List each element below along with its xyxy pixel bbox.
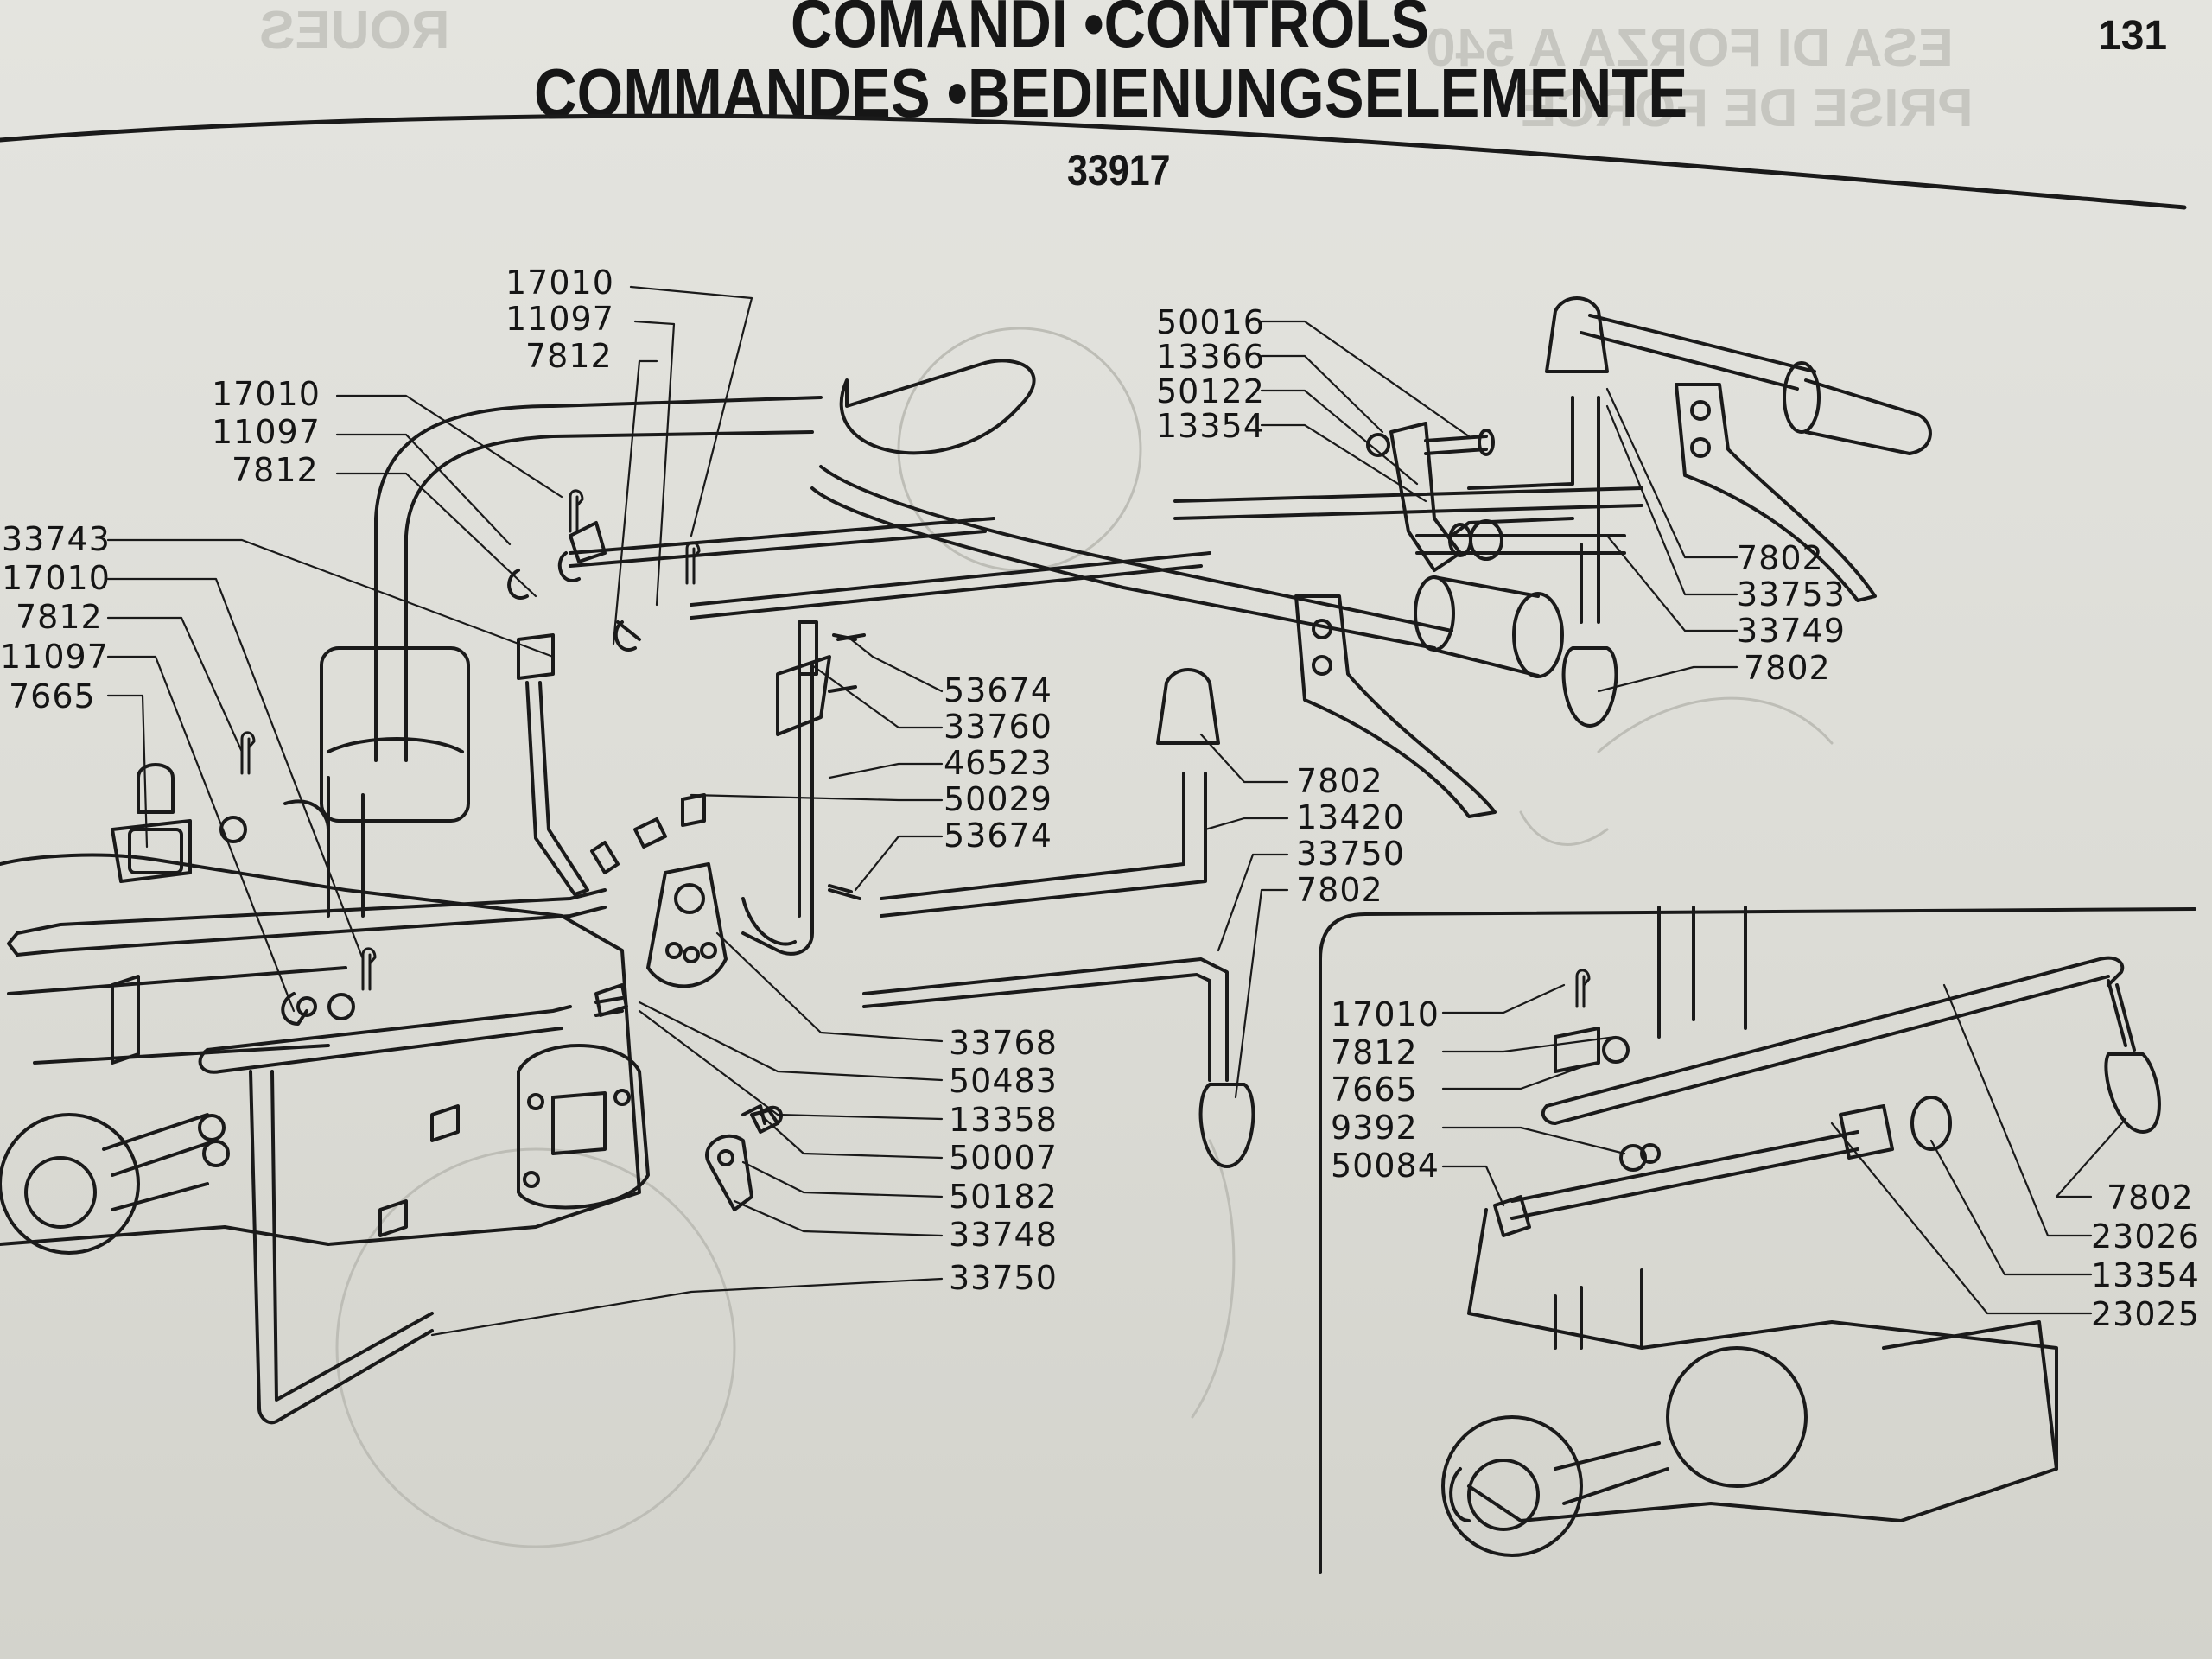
part-callout: 7802 (1737, 539, 1824, 577)
part-callout: 33760 (944, 708, 1052, 746)
part-callout: 53674 (944, 817, 1052, 855)
part-callout: 7812 (232, 451, 319, 489)
part-callout: 50182 (949, 1178, 1058, 1216)
part-callout: 33753 (1737, 575, 1846, 613)
part-callout: 7665 (9, 677, 96, 715)
part-callout: 50122 (1156, 372, 1265, 410)
part-callout: 17010 (2, 559, 111, 597)
part-callout: 7665 (1331, 1071, 1418, 1109)
part-callout: 33743 (2, 520, 111, 558)
part-callout: 11097 (505, 300, 614, 338)
part-callout: 50029 (944, 780, 1052, 818)
part-callout: 23025 (2091, 1295, 2200, 1333)
part-callout: 7802 (1744, 649, 1831, 687)
part-callout: 7802 (1296, 762, 1383, 800)
group-number: 33917 (1067, 146, 1171, 194)
part-callout: 7812 (16, 598, 103, 636)
part-callout: 17010 (212, 375, 321, 413)
inset-frame (1319, 907, 2196, 1574)
part-callout: 9392 (1331, 1109, 1418, 1147)
title-line-2: COMMANDES •BEDIENUNGSELEMENTE (534, 54, 1688, 131)
part-callout: 11097 (212, 413, 321, 451)
part-callout: 11097 (0, 638, 109, 676)
header-rule (0, 113, 2187, 210)
part-callout: 50084 (1331, 1147, 1440, 1185)
part-callout: 33750 (949, 1259, 1058, 1297)
part-callout: 7812 (525, 337, 613, 375)
lever-housing (839, 359, 1036, 455)
part-callout: 7802 (1296, 871, 1383, 909)
part-callout: 17010 (1331, 995, 1440, 1033)
part-callout: 53674 (944, 671, 1052, 709)
part-callout: 33768 (949, 1024, 1058, 1062)
part-callout: 33750 (1296, 835, 1405, 873)
part-callout: 46523 (944, 744, 1052, 782)
part-callout: 13366 (1156, 338, 1265, 376)
part-callout: 50007 (949, 1139, 1058, 1177)
part-callout: 50483 (949, 1062, 1058, 1100)
part-callout: 17010 (505, 264, 614, 302)
part-callout: 13354 (2091, 1256, 2200, 1294)
part-callout: 7812 (1331, 1033, 1418, 1071)
part-callout: 13354 (1156, 407, 1265, 445)
page-number: 131 (2098, 13, 2168, 59)
part-callout: 23026 (2091, 1217, 2200, 1255)
part-callout: 13358 (949, 1101, 1058, 1139)
part-callout: 50016 (1156, 303, 1265, 341)
title-line-1: COMANDI •CONTROLS (791, 0, 1429, 61)
part-callout: 33749 (1737, 612, 1846, 650)
part-callout: 7802 (2107, 1179, 2194, 1217)
part-callout: 13420 (1296, 798, 1405, 836)
part-callout: 33748 (949, 1216, 1058, 1254)
